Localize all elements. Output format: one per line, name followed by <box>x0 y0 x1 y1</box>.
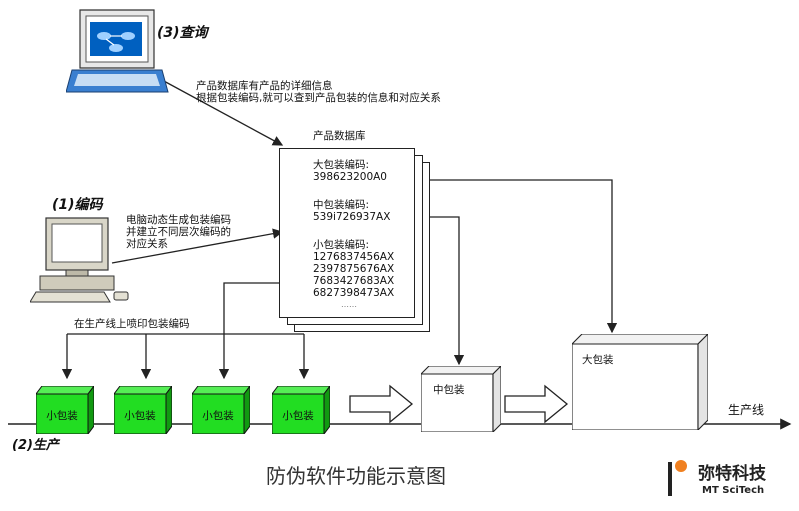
small-package-label: 小包装 <box>282 410 314 422</box>
medium-package-box: 中包装 <box>421 366 501 432</box>
small-code-label: 小包装编码: <box>313 239 370 251</box>
small-package-label: 小包装 <box>124 410 156 422</box>
encode-arrow <box>111 228 284 264</box>
step-produce-label: (2)生产 <box>12 438 59 453</box>
small-code-value: 6827398473AX <box>313 287 395 299</box>
query-note-line2: 根据包装编码,就可以查到产品包装的信息和对应关系 <box>196 92 441 104</box>
desktop-computer-icon <box>30 217 129 303</box>
flow-arrow-medium-to-large <box>504 384 569 424</box>
large-code-label: 大包装编码: <box>313 159 370 171</box>
large-code-arrow <box>392 179 618 334</box>
large-package-box: 大包装 <box>572 334 708 430</box>
query-arrow <box>161 79 284 146</box>
query-note-line1: 产品数据库有产品的详细信息 <box>196 80 333 92</box>
step-encode-label: (1)编码 <box>52 197 103 213</box>
diagram-title: 防伪软件功能示意图 <box>266 464 446 488</box>
small-package-label: 小包装 <box>202 410 234 422</box>
small-code-value: 7683427683AX <box>313 275 395 287</box>
encode-note-line1: 电脑动态生成包装编码 <box>126 214 231 226</box>
step-query-label: (3)查询 <box>157 25 208 41</box>
small-package-label: 小包装 <box>46 410 78 422</box>
small-package-box: 小包装 <box>192 386 250 434</box>
database-title: 产品数据库 <box>313 130 366 142</box>
database-document: 大包装编码: 398623200A0 中包装编码: 539i726937AX 小… <box>279 148 415 318</box>
large-code-value: 398623200A0 <box>313 171 387 183</box>
encode-note-line2: 并建立不同层次编码的 <box>126 226 231 238</box>
print-codes-note: 在生产线上喷印包装编码 <box>74 318 190 330</box>
encode-note-line3: 对应关系 <box>126 238 168 250</box>
flow-arrow-small-to-medium <box>349 384 414 424</box>
laptop-icon <box>66 9 169 93</box>
small-code-value: 1276837456AX <box>313 251 395 263</box>
small-code-line <box>223 282 300 334</box>
medium-code-value: 539i726937AX <box>313 211 391 223</box>
small-package-box: 小包装 <box>114 386 172 434</box>
large-package-label: 大包装 <box>582 354 614 366</box>
brand-name-cn: 弥特科技 <box>698 464 766 484</box>
small-package-box: 小包装 <box>272 386 330 434</box>
brand-name-en: MT SciTech <box>702 485 765 496</box>
company-logo-icon <box>668 460 687 496</box>
small-code-ellipsis: …… <box>341 300 357 309</box>
medium-code-label: 中包装编码: <box>313 199 370 211</box>
medium-package-label: 中包装 <box>433 384 465 396</box>
small-code-value: 2397875676AX <box>313 263 395 275</box>
production-line-label: 生产线 <box>728 403 765 417</box>
small-package-box: 小包装 <box>36 386 94 434</box>
